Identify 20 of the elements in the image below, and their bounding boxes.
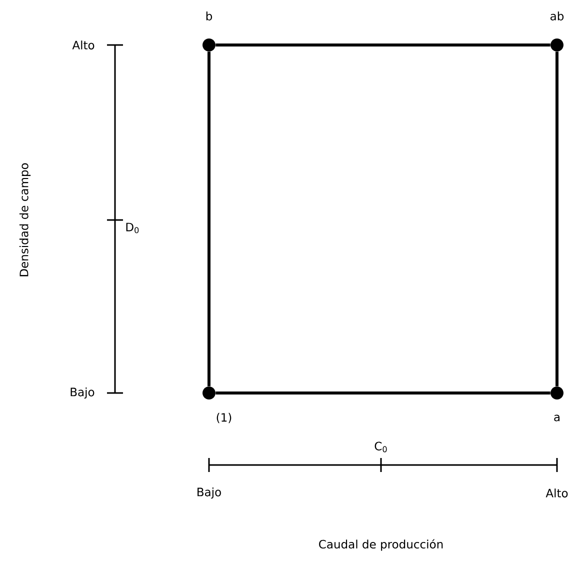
- square-edge: [216, 392, 550, 394]
- corner-dot: [550, 38, 564, 52]
- corner-label: a: [554, 414, 560, 422]
- tick-label: C$_{0}$: [374, 442, 387, 452]
- axis-title: Densidad de campo: [19, 163, 31, 276]
- corner-dot: [550, 386, 564, 400]
- tick-label: Alto: [72, 40, 94, 50]
- corner-label: b: [206, 12, 212, 20]
- tick-label: Alto: [546, 488, 568, 498]
- tick-label: Bajo: [198, 487, 221, 499]
- corner-label: (1): [216, 412, 232, 424]
- square-edge: [216, 44, 550, 46]
- corner-dot: [202, 386, 216, 400]
- corner-label: ab: [550, 12, 564, 20]
- tick-label: D$_{0}$: [126, 222, 139, 234]
- square-edge: [556, 52, 558, 386]
- square-edge: [208, 52, 210, 386]
- tick-label: Bajo: [70, 387, 94, 399]
- axis-title: Caudal de producción: [319, 539, 443, 551]
- corner-dot: [202, 38, 216, 52]
